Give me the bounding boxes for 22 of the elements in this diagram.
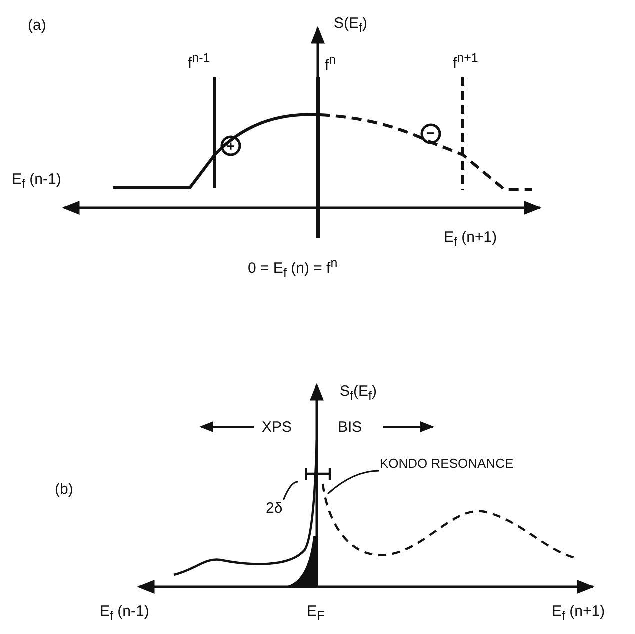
axis-label: E$_{f}$ (n-1) <box>12 172 62 190</box>
axis-label: S(E$_{f}$) <box>334 16 368 34</box>
callout-text: KONDO RESONANCE <box>380 457 514 470</box>
leader-line <box>282 481 298 500</box>
axis-label: E$_{f}$ (n-1) <box>100 604 150 622</box>
callout-text: 2δ <box>266 501 283 516</box>
plus-sign: + <box>226 139 236 153</box>
spectrum-label: BIS <box>338 420 362 435</box>
panel-label: (a) <box>28 18 46 33</box>
axis-label: S$_{f}$(E$_{f}$) <box>340 384 377 402</box>
level-label: f$^{n+1}$ <box>453 52 478 71</box>
panel-label: (b) <box>55 482 74 497</box>
axis-label: E$_{f}$ (n+1) <box>444 230 498 248</box>
spectrum-label: XPS <box>262 420 292 435</box>
minus-sign: − <box>426 126 436 140</box>
axis-label: E$_{F}$ <box>307 604 325 622</box>
equation-label: 0 = E$_{f}$ (n) = f$^{n}$ <box>248 257 338 280</box>
level-label: f$^{n-1}$ <box>188 52 210 71</box>
leader-line <box>327 470 380 495</box>
level-label: f$^{n}$ <box>325 54 336 73</box>
width-bracket <box>305 467 331 481</box>
axis-label: E$_{f}$ (n+1) <box>552 604 606 622</box>
